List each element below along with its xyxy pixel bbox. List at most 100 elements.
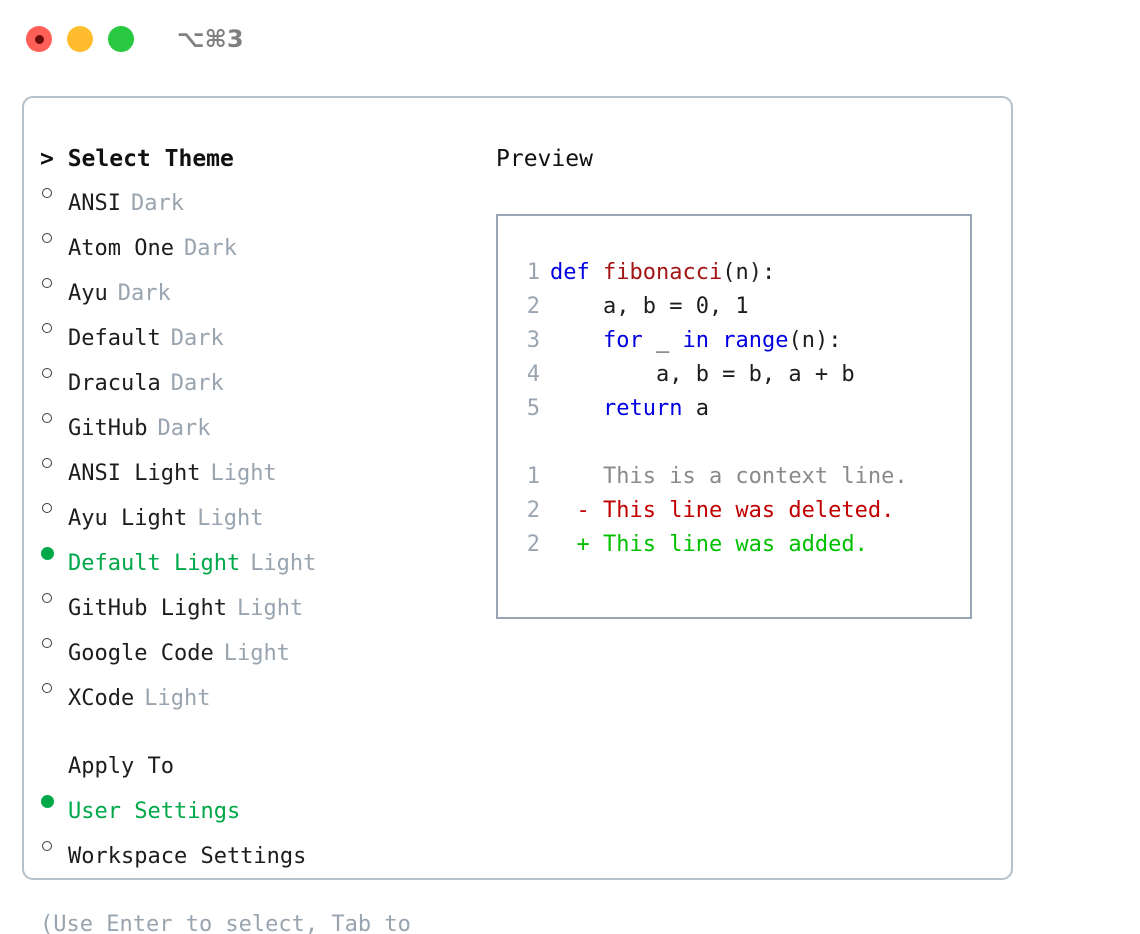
theme-item-label: Default <box>68 326 161 351</box>
diff-marker: - <box>550 498 603 523</box>
code-token: in <box>682 328 709 353</box>
radio-unselected-icon[interactable] <box>40 221 68 255</box>
diff-line-number: 2 <box>526 532 540 557</box>
diff-line: 2 + This line was added. <box>518 528 970 562</box>
radio-unselected-icon[interactable] <box>40 626 68 660</box>
theme-item-category-tag: Dark <box>157 416 211 441</box>
radio-unselected-icon[interactable] <box>40 266 68 300</box>
title-bar: ⌥⌘3 <box>0 0 1140 78</box>
select-theme-heading: > Select Theme <box>40 146 234 172</box>
radio-selected-icon[interactable] <box>40 784 68 818</box>
code-token: for <box>602 328 643 353</box>
theme-item-default-light[interactable]: Default Light Light <box>40 536 474 581</box>
theme-item-category-tag: Dark <box>170 326 224 351</box>
theme-item-label: Google Code <box>68 641 214 666</box>
theme-item-category-tag: Dark <box>170 371 224 396</box>
code-token: (n): <box>722 260 776 285</box>
theme-item-label: Default Light <box>68 551 241 576</box>
theme-item-category-tag: Light <box>197 506 264 531</box>
window-controls <box>26 26 134 52</box>
theme-item-label: GitHub Light <box>68 596 227 621</box>
theme-item-github[interactable]: GitHub Dark <box>40 401 474 446</box>
radio-unselected-icon[interactable] <box>40 176 68 210</box>
diff-marker <box>550 464 603 489</box>
code-line: 4 a, b = b, a + b <box>518 358 970 392</box>
code-line-number: 3 <box>526 328 540 353</box>
code-token <box>550 328 603 353</box>
code-token: return <box>602 396 683 421</box>
diff-text: This is a context line. <box>602 464 908 489</box>
code-token: def <box>550 260 603 285</box>
theme-item-category-tag: Dark <box>183 236 237 261</box>
code-line-number: 2 <box>526 294 540 319</box>
code-token: a, b = 0, 1 <box>550 294 749 319</box>
theme-item-category-tag: Dark <box>117 281 171 306</box>
code-token <box>550 396 603 421</box>
apply-option-label: Workspace Settings <box>68 844 307 869</box>
radio-unselected-icon[interactable] <box>40 356 68 390</box>
apply-option-workspace-settings[interactable]: Workspace Settings <box>40 829 474 874</box>
theme-item-label: GitHub <box>68 416 148 441</box>
code-token: a <box>682 396 709 421</box>
code-line: 3 for _ in range(n): <box>518 324 970 358</box>
close-button-icon[interactable] <box>26 26 52 52</box>
radio-unselected-icon[interactable] <box>40 491 68 525</box>
code-token: (n): <box>788 328 842 353</box>
diff-text: This line was added. <box>602 532 868 557</box>
theme-item-label: ANSI <box>68 191 121 216</box>
theme-item-label: ANSI Light <box>68 461 201 486</box>
code-token: fibonacci <box>602 260 723 285</box>
code-token: range <box>722 328 789 353</box>
theme-item-label: Ayu Light <box>68 506 188 531</box>
theme-item-label: XCode <box>68 686 135 711</box>
diff-sample: 1 This is a context line.2 - This line w… <box>518 460 970 562</box>
apply-option-label: User Settings <box>68 799 241 824</box>
radio-unselected-icon[interactable] <box>40 829 68 863</box>
radio-unselected-icon[interactable] <box>40 401 68 435</box>
theme-item-ansi[interactable]: ANSI Dark <box>40 176 474 221</box>
theme-item-category-tag: Dark <box>130 191 184 216</box>
theme-item-ayu[interactable]: Ayu Dark <box>40 266 474 311</box>
theme-item-dracula[interactable]: Dracula Dark <box>40 356 474 401</box>
maximize-button-icon[interactable] <box>108 26 134 52</box>
hint-spacer <box>40 874 474 908</box>
code-line: 1 def fibonacci(n): <box>518 256 970 290</box>
apply-to-heading: Apply To <box>68 754 174 779</box>
theme-item-category-tag: Light <box>223 641 290 666</box>
theme-item-google-code[interactable]: Google Code Light <box>40 626 474 671</box>
code-line-number: 1 <box>526 260 540 285</box>
theme-item-label: Dracula <box>68 371 161 396</box>
diff-line-number: 2 <box>526 498 540 523</box>
theme-item-ayu-light[interactable]: Ayu Light Light <box>40 491 474 536</box>
code-diff-spacer <box>518 426 970 460</box>
apply-option-user-settings[interactable]: User Settings <box>40 784 474 829</box>
theme-item-category-tag: Light <box>250 551 317 576</box>
code-token: _ <box>642 328 683 353</box>
diff-marker: + <box>550 532 603 557</box>
code-line-number: 4 <box>526 362 540 387</box>
radio-selected-icon[interactable] <box>40 536 68 570</box>
theme-item-label: Ayu <box>68 281 108 306</box>
theme-item-atom-one[interactable]: Atom One Dark <box>40 221 474 266</box>
preview-heading: Preview <box>496 146 593 172</box>
radio-unselected-icon[interactable] <box>40 446 68 480</box>
theme-item-category-tag: Light <box>236 596 304 621</box>
theme-item-label: Atom One <box>68 236 174 261</box>
radio-unselected-icon[interactable] <box>40 671 68 705</box>
minimize-button-icon[interactable] <box>67 26 93 52</box>
radio-unselected-icon[interactable] <box>40 311 68 345</box>
theme-item-default[interactable]: Default Dark <box>40 311 474 356</box>
radio-unselected-icon[interactable] <box>40 581 68 615</box>
theme-item-category-tag: Light <box>210 461 277 486</box>
diff-text: This line was deleted. <box>602 498 895 523</box>
theme-item-github-light[interactable]: GitHub Light Light <box>40 581 474 626</box>
theme-item-ansi-light[interactable]: ANSI Light Light <box>40 446 474 491</box>
